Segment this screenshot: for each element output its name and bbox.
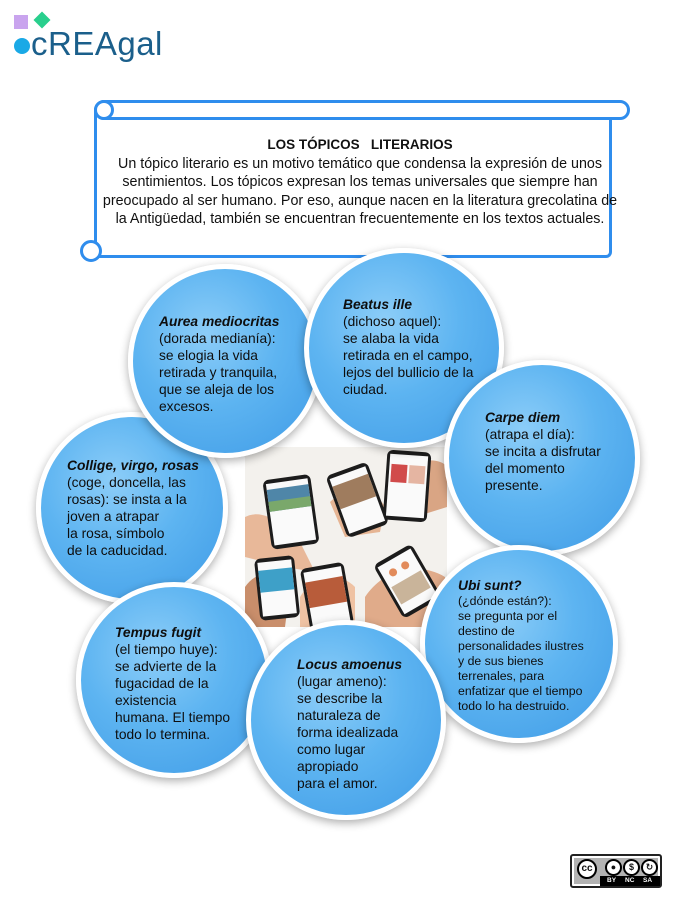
logo-square-shape (14, 15, 28, 29)
topic-circle-tempus-fugit: Tempus fugit (el tiempo huye): se advier… (76, 582, 272, 778)
scroll-body (94, 110, 612, 258)
license-label-nc: NC (625, 877, 635, 884)
attribution-person-icon: ● (605, 859, 622, 876)
topic-description: (¿dónde están?): se pregunta por el dest… (458, 594, 584, 713)
topic-name: Collige, virgo, rosas (67, 458, 199, 473)
scroll-top-roll (94, 100, 630, 120)
topic-circle-locus-amoenus: Locus amoenus (lugar ameno): se describe… (246, 620, 446, 820)
intro-title: LOS TÓPICOS LITERARIOS (267, 137, 453, 152)
license-label-by: BY (607, 877, 617, 884)
topic-description: (coge, doncella, las rosas): se insta a … (67, 475, 187, 558)
noncommercial-icon: $ (623, 859, 640, 876)
topic-circle-carpe-diem: Carpe diem (atrapa el día): se incita a … (444, 360, 640, 556)
topic-description: (dichoso aquel): se alaba la vida retira… (343, 314, 474, 397)
license-labels-strip: BY NC SA (600, 876, 660, 886)
intro-text-block: LOS TÓPICOS LITERARIOS Un tópico literar… (100, 136, 620, 229)
topic-name: Locus amoenus (297, 657, 403, 672)
creative-commons-license-badge[interactable]: cc ● $ ↻ BY NC SA (570, 854, 662, 888)
scroll-curl-icon (94, 100, 114, 120)
scroll-curl-icon (80, 240, 102, 262)
logo-dot-shape (14, 38, 30, 54)
license-label-sa: SA (643, 877, 653, 884)
phones-in-hands-photo (245, 447, 447, 627)
topic-name: Aurea mediocritas (159, 314, 280, 329)
topic-name: Tempus fugit (115, 625, 202, 640)
topic-circle-collige: Collige, virgo, rosas (coge, doncella, l… (36, 412, 228, 604)
topic-name: Carpe diem (485, 410, 561, 425)
intro-scroll: LOS TÓPICOS LITERARIOS Un tópico literar… (80, 100, 632, 262)
topic-description: (atrapa el día): se incita a disfrutar d… (485, 427, 601, 493)
intro-paragraph: Un tópico literario es un motivo temátic… (102, 155, 618, 228)
topic-name: Beatus ille (343, 297, 413, 312)
logo-wordmark: cREAgal (31, 25, 163, 62)
topic-description: (dorada medianía): se elogia la vida ret… (159, 331, 278, 414)
topic-circle-aurea-mediocritas: Aurea mediocritas (dorada medianía): se … (128, 264, 322, 458)
creagal-logo: cREAgal (14, 11, 184, 64)
sharealike-icon: ↻ (641, 859, 658, 876)
topic-name: Ubi sunt? (458, 578, 522, 593)
topic-description: (lugar ameno): se describe la naturaleza… (297, 674, 399, 791)
topic-circle-ubi-sunt: Ubi sunt? (¿dónde están?): se pregunta p… (420, 545, 618, 743)
cc-icon: cc (577, 859, 597, 879)
topic-description: (el tiempo huye): se advierte de la fuga… (115, 642, 231, 742)
phones-illustration (245, 447, 447, 627)
